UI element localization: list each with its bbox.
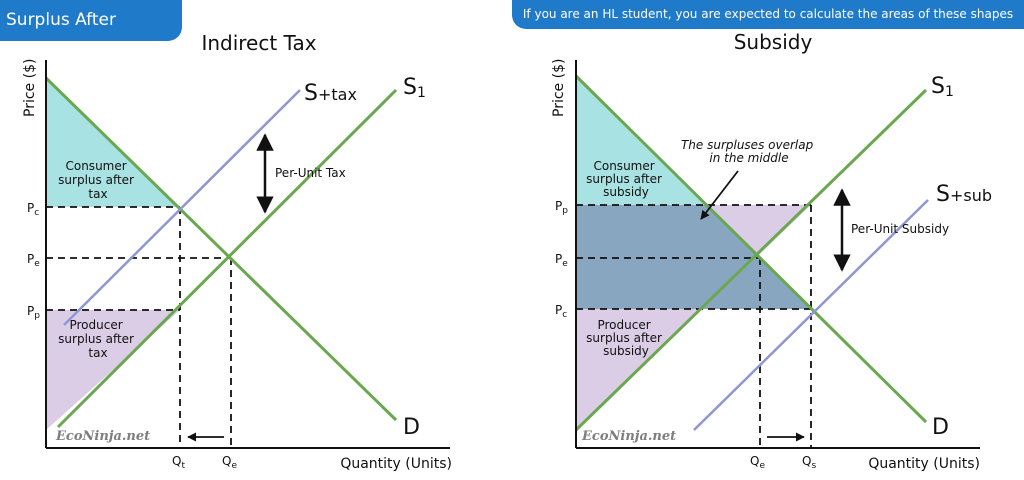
tick-pc: Pc bbox=[27, 201, 39, 218]
supply-curve bbox=[56, 88, 398, 429]
subsidy-title: Subsidy bbox=[734, 30, 813, 54]
indirect-tax-diagram: Indirect Tax Price ($) Quantity (Units) … bbox=[22, 31, 452, 472]
indirect-tax-title: Indirect Tax bbox=[201, 31, 316, 55]
econinja-watermark: EcoNinja.net bbox=[581, 429, 676, 444]
surplus-after-tab: Surplus After bbox=[0, 0, 182, 41]
supply-curve bbox=[574, 88, 928, 432]
supply-label: S1 bbox=[931, 74, 954, 100]
consumer-surplus-label: Consumer surplus after tax bbox=[58, 159, 138, 201]
producer-surplus-label: Producer surplus after subsidy bbox=[586, 318, 666, 358]
demand-curve bbox=[574, 74, 928, 424]
supply-sub-label: S+sub bbox=[936, 182, 992, 207]
overlap-pointer-arrow bbox=[700, 170, 739, 220]
x-axis-label: Quantity (Units) bbox=[340, 456, 452, 472]
supply-with-tax-curve bbox=[63, 89, 301, 326]
guide-lines bbox=[46, 206, 232, 448]
demand-curve bbox=[44, 76, 398, 422]
per-unit-subsidy-label: Per-Unit Subsidy bbox=[851, 222, 949, 236]
y-axis-label: Price ($) bbox=[551, 59, 567, 117]
demand-label: D bbox=[932, 415, 949, 440]
producer-surplus-label: Producer surplus after tax bbox=[58, 318, 138, 360]
supply-with-subsidy-curve bbox=[693, 199, 929, 431]
tick-qe: Qe bbox=[222, 454, 237, 471]
tick-qs: Qs bbox=[802, 454, 816, 471]
y-axis-label: Price ($) bbox=[22, 59, 38, 117]
tick-pc: Pc bbox=[555, 303, 567, 320]
x-axis-label: Quantity (Units) bbox=[868, 456, 980, 472]
surplus-overlap-area bbox=[576, 205, 811, 309]
per-unit-tax-label: Per-Unit Tax bbox=[275, 166, 346, 180]
overlap-note: The surpluses overlap in the middle bbox=[681, 138, 817, 165]
subsidy-diagram: Subsidy Price ($) Quantity (Units) S1 S+… bbox=[551, 30, 992, 472]
tick-qt: Qt bbox=[172, 454, 185, 471]
guide-lines bbox=[576, 204, 812, 448]
axes bbox=[575, 60, 980, 449]
econinja-watermark: EcoNinja.net bbox=[55, 429, 150, 444]
supply-label: S1 bbox=[403, 75, 426, 101]
tick-pp: Pp bbox=[555, 199, 568, 216]
tick-pe: Pe bbox=[555, 252, 568, 269]
consumer-surplus-label: Consumer surplus after subsidy bbox=[586, 159, 666, 199]
hl-student-note-banner: If you are an HL student, you are expect… bbox=[512, 0, 1024, 29]
tick-qe: Qe bbox=[750, 454, 765, 471]
axes bbox=[45, 60, 450, 449]
tick-pp: Pp bbox=[27, 304, 40, 321]
supply-tax-label: S+tax bbox=[304, 81, 357, 106]
demand-label: D bbox=[403, 415, 420, 440]
tick-pe: Pe bbox=[27, 252, 40, 269]
